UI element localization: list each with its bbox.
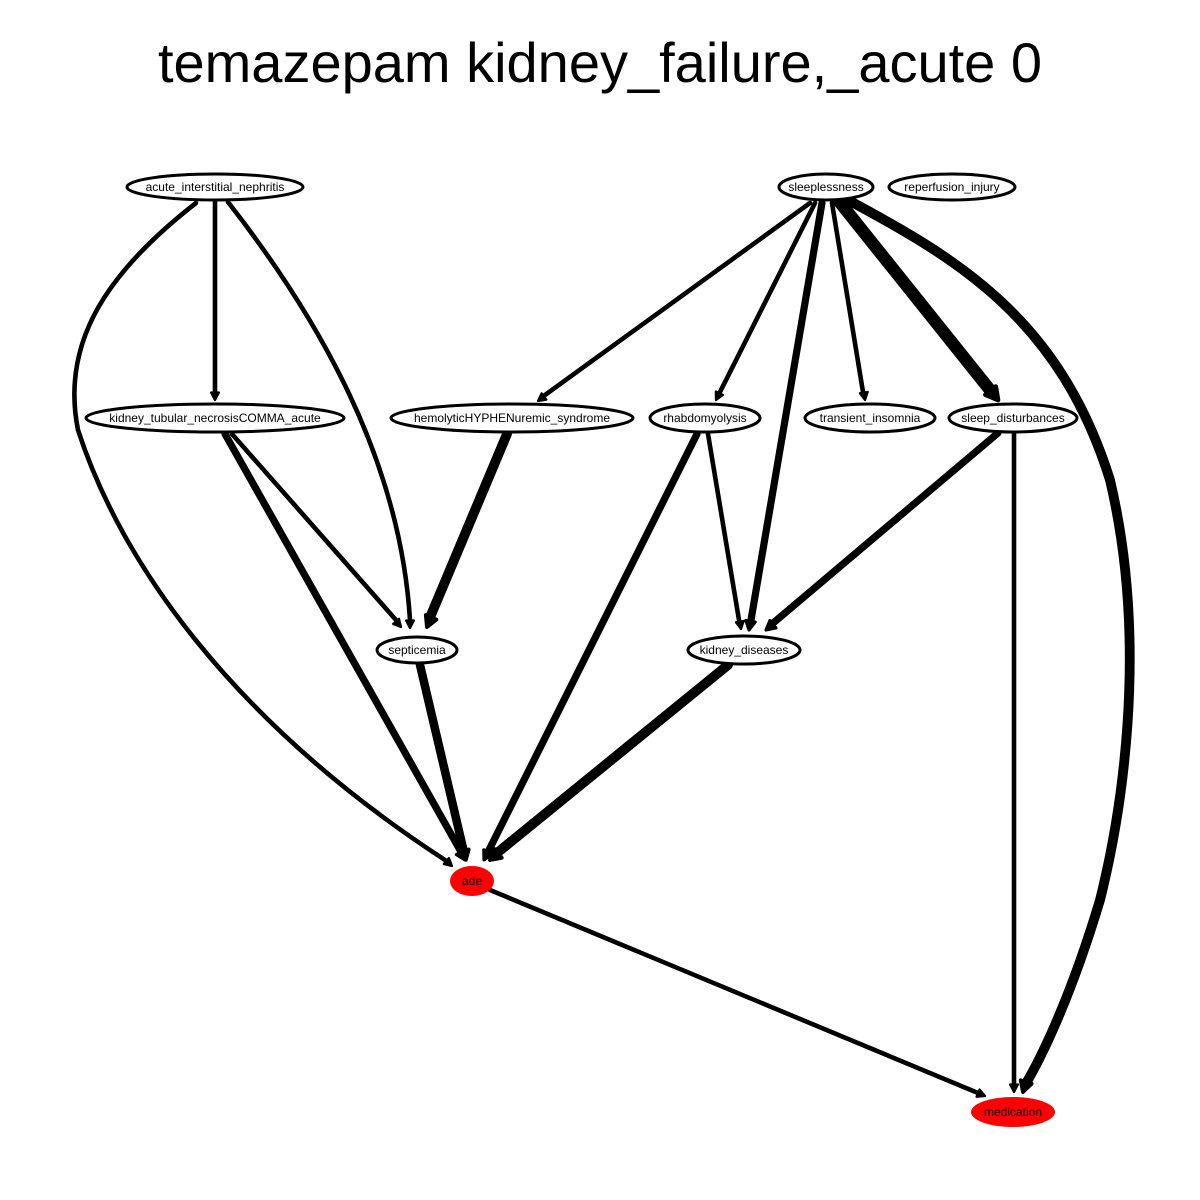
node-label-kidney_tubular_necrosis_acute: kidney_tubular_necrosisCOMMA_acute	[109, 411, 321, 425]
edges-layer	[72, 193, 1135, 1098]
edge-septicemia-to-ade	[415, 660, 468, 853]
arrowhead-sleeplessness-to-transient_insomnia	[858, 390, 869, 402]
node-label-reperfusion_injury: reperfusion_injury	[904, 180, 999, 194]
node-rhabdomyolysis: rhabdomyolysis	[648, 402, 762, 434]
arrowhead-septicemia-to-ade	[456, 847, 471, 862]
node-shape-hemolytic_uremic_syndrome	[389, 402, 635, 434]
arrowhead-acute_interstitial_nephritis-to-ade	[442, 856, 454, 868]
node-shape-kidney_diseases	[686, 634, 802, 666]
node-shape-sleeplessness	[777, 172, 875, 202]
node-transient_insomnia: transient_insomnia	[803, 402, 937, 434]
node-reperfusion_injury: reperfusion_injury	[887, 172, 1017, 202]
diagram-title: temazepam kidney_failure,_acute 0	[158, 31, 1042, 94]
node-septicemia: septicemia	[375, 635, 459, 665]
node-hemolytic_uremic_syndrome: hemolyticHYPHENuremic_syndrome	[389, 402, 635, 434]
arrowhead-sleeplessness-to-hemolytic_uremic_syndrome	[536, 392, 548, 403]
edge-sleeplessness-to-kidney_diseases	[747, 199, 826, 624]
node-sleeplessness: sleeplessness	[777, 172, 875, 202]
node-label-sleep_disturbances: sleep_disturbances	[961, 411, 1064, 425]
node-label-septicemia: septicemia	[388, 643, 446, 657]
node-shape-sleep_disturbances	[947, 402, 1079, 434]
node-shape-septicemia	[375, 635, 459, 665]
edge-rhabdomyolysis-to-ade	[485, 430, 701, 854]
arrowhead-sleeplessness-to-medication	[1018, 1078, 1034, 1094]
arrowhead-acute_interstitial_nephritis-to-septicemia	[404, 619, 416, 630]
edge-rhabdomyolysis-to-kidney_diseases	[705, 431, 742, 623]
node-kidney_diseases: kidney_diseases	[686, 634, 802, 666]
edge-sleep_disturbances-to-kidney_diseases	[768, 429, 1002, 628]
node-label-kidney_diseases: kidney_diseases	[700, 643, 789, 657]
edge-acute_interstitial_nephritis-to-septicemia	[225, 199, 413, 623]
node-ade: ade	[450, 866, 494, 896]
node-label-sleeplessness: sleeplessness	[788, 180, 863, 194]
arrowhead-sleeplessness-to-rhabdomyolysis	[714, 390, 725, 402]
node-shape-ade	[450, 866, 494, 896]
arrowhead-sleeplessness-to-sleep_disturbances	[983, 384, 1001, 403]
edge-sleeplessness-to-hemolytic_uremic_syndrome	[542, 200, 813, 398]
node-acute_interstitial_nephritis: acute_interstitial_nephritis	[125, 172, 305, 202]
node-shape-transient_insomnia	[803, 402, 937, 434]
node-kidney_tubular_necrosis_acute: kidney_tubular_necrosisCOMMA_acute	[84, 402, 346, 434]
edge-hemolytic_uremic_syndrome-to-septicemia	[426, 429, 512, 620]
node-label-ade: ade	[462, 874, 482, 888]
node-label-acute_interstitial_nephritis: acute_interstitial_nephritis	[146, 180, 285, 194]
node-label-rhabdomyolysis: rhabdomyolysis	[663, 411, 746, 425]
node-label-hemolytic_uremic_syndrome: hemolyticHYPHENuremic_syndrome	[414, 411, 610, 425]
node-label-transient_insomnia: transient_insomnia	[820, 411, 921, 425]
edge-acute_interstitial_nephritis-to-ade	[72, 200, 448, 863]
arrowhead-sleeplessness-to-kidney_diseases	[744, 618, 757, 632]
arrowhead-sleep_disturbances-to-medication	[1008, 1083, 1020, 1094]
node-sleep_disturbances: sleep_disturbances	[947, 402, 1079, 434]
node-shape-medication	[971, 1097, 1055, 1127]
node-shape-acute_interstitial_nephritis	[125, 172, 305, 202]
edge-sleeplessness-to-sleep_disturbances	[831, 193, 997, 397]
arrowhead-kidney_diseases-to-ade	[488, 847, 504, 862]
node-medication: medication	[971, 1097, 1055, 1127]
edge-sleeplessness-to-transient_insomnia	[829, 200, 866, 395]
nodes-layer: acute_interstitial_nephritis sleeplessnes…	[84, 172, 1079, 1127]
edge-kidney_tubular_necrosis_acute-to-ade	[221, 430, 464, 854]
arrowhead-hemolytic_uremic_syndrome-to-septicemia	[423, 613, 439, 629]
arrowhead-rhabdomyolysis-to-kidney_diseases	[734, 619, 745, 631]
edge-ade-to-medication	[487, 887, 981, 1096]
node-shape-kidney_tubular_necrosis_acute	[84, 402, 346, 434]
arrowhead-acute_interstitial_nephritis-to-kidney_tubular_necrosis_acute	[209, 391, 221, 402]
arrowhead-rhabdomyolysis-to-ade	[482, 848, 494, 862]
arrowhead-sleep_disturbances-to-kidney_diseases	[764, 618, 778, 632]
edge-kidney_diseases-to-ade	[492, 660, 733, 858]
node-shape-reperfusion_injury	[887, 172, 1017, 202]
node-label-medication: medication	[984, 1105, 1042, 1119]
edge-kidney_tubular_necrosis_acute-to-septicemia	[229, 431, 399, 623]
arrowhead-kidney_tubular_necrosis_acute-to-septicemia	[391, 617, 403, 629]
edge-sleeplessness-to-rhabdomyolysis	[717, 200, 818, 395]
edge-sleeplessness-to-medication	[843, 195, 1135, 1090]
arrowhead-ade-to-medication	[975, 1088, 987, 1098]
node-shape-rhabdomyolysis	[648, 402, 762, 434]
